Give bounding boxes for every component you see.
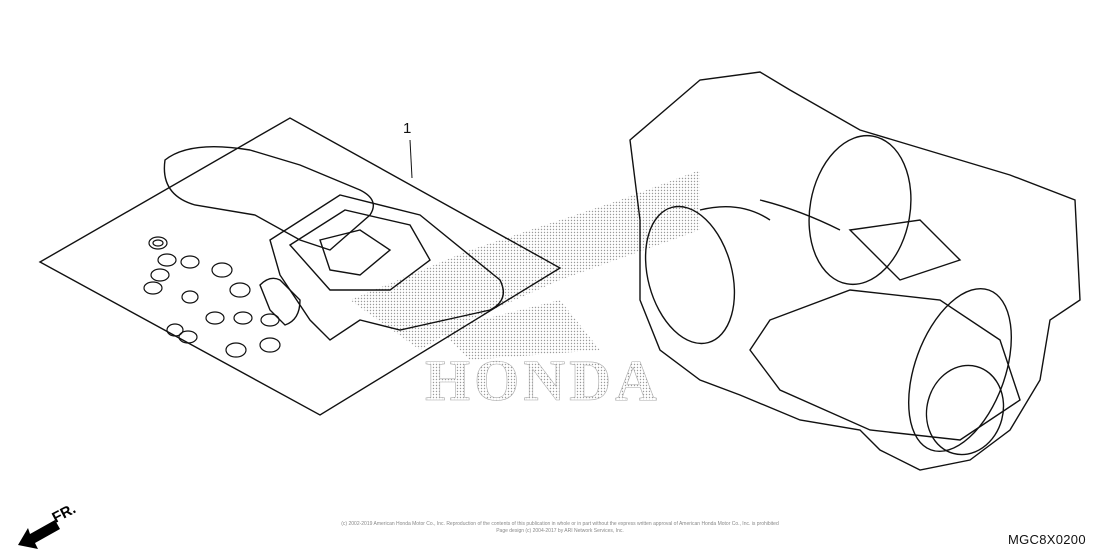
engine-crankcase xyxy=(629,71,1081,471)
copyright-line-1: (c) 2002-2019 American Honda Motor Co., … xyxy=(341,521,779,527)
honda-wing-logo: HONDA xyxy=(350,170,700,413)
gasket-kit xyxy=(38,117,562,416)
part-diagram-code: MGC8X0200 xyxy=(1008,532,1086,547)
front-direction-arrow-icon xyxy=(18,520,60,549)
callout-1[interactable]: 1 xyxy=(403,120,412,137)
honda-watermark: HONDA xyxy=(425,348,661,413)
copyright-line-2: Page design (c) 2004-2017 by ARI Network… xyxy=(496,528,624,534)
copyright-notice: (c) 2002-2019 American Honda Motor Co., … xyxy=(300,521,820,535)
